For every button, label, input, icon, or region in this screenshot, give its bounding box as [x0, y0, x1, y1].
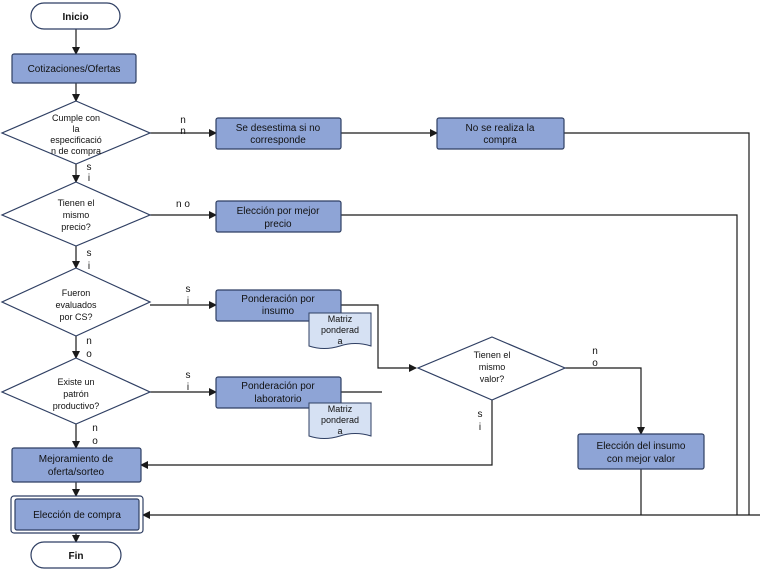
discard-process: Se desestima si no corresponde [215, 117, 342, 150]
connectors [72, 29, 760, 543]
svg-text:evaluados: evaluados [55, 300, 97, 310]
svg-text:a: a [337, 426, 342, 436]
svg-text:Cumple con: Cumple con [52, 113, 100, 123]
label-si-2b: i [88, 261, 90, 272]
svg-text:Ponderación por: Ponderación por [241, 294, 315, 305]
label-si-1b: i [88, 173, 90, 184]
start-label: Inicio [62, 12, 88, 23]
label-si-4b: i [187, 382, 189, 393]
branch-labels: n n s i n o s i s i n o s i n o n o s i [86, 115, 598, 447]
svg-text:Fueron: Fueron [62, 288, 91, 298]
svg-text:Ponderación por: Ponderación por [241, 381, 315, 392]
start-terminal: Inicio [30, 2, 121, 30]
quotes-process: Cotizaciones/Ofertas [11, 53, 137, 84]
svg-text:corresponde: corresponde [250, 135, 306, 146]
same-value-decision: Tienen el mismo valor? [416, 336, 567, 401]
pattern-decision: Existe un patrón productivo? [0, 357, 152, 425]
label-si-3a: s [186, 284, 191, 295]
weight-lab-process: Ponderación por laboratorio [215, 376, 342, 409]
spec-decision: Cumple con la especificació n de compra [0, 100, 152, 165]
svg-text:Existe un: Existe un [57, 377, 94, 387]
svg-text:precio?: precio? [61, 222, 91, 232]
svg-text:Elección de compra: Elección de compra [33, 510, 121, 521]
label-no-4b: o [592, 358, 598, 369]
quotes-label: Cotizaciones/Ofertas [28, 64, 121, 75]
svg-text:Elección del insumo: Elección del insumo [597, 441, 686, 452]
svg-text:Tienen el: Tienen el [58, 198, 95, 208]
purchase-process: Elección de compra [10, 495, 144, 534]
label-no-5a: n [92, 423, 98, 434]
svg-text:la: la [72, 124, 79, 134]
svg-text:patrón: patrón [63, 389, 89, 399]
svg-text:a: a [337, 336, 342, 346]
best-price-process: Elección por mejor precio [215, 200, 342, 233]
svg-text:n de compra: n de compra [51, 146, 101, 156]
svg-text:mismo: mismo [479, 362, 506, 372]
svg-text:por CS?: por CS? [59, 312, 92, 322]
svg-text:ponderad: ponderad [321, 415, 359, 425]
svg-text:Tienen el: Tienen el [474, 350, 511, 360]
svg-text:Matriz: Matriz [328, 314, 353, 324]
svg-text:Elección por mejor: Elección por mejor [237, 206, 320, 217]
improvement-process: Mejoramiento de oferta/sorteo [11, 447, 142, 483]
end-terminal: Fin [30, 541, 122, 569]
not-done-process: No se realiza la compra [436, 117, 565, 150]
matrix-document-1: Matriz ponderad a [308, 312, 372, 349]
svg-text:ponderad: ponderad [321, 325, 359, 335]
label-no-4a: n [592, 346, 598, 357]
matrix-document-2: Matriz ponderad a [308, 402, 372, 439]
svg-text:laboratorio: laboratorio [254, 394, 302, 405]
label-si-1a: s [87, 162, 92, 173]
label-si-4a: s [186, 370, 191, 381]
label-si-3b: i [187, 296, 189, 307]
svg-text:con mejor valor: con mejor valor [607, 454, 676, 465]
svg-text:valor?: valor? [480, 374, 505, 384]
svg-text:Mejoramiento de: Mejoramiento de [39, 454, 114, 465]
label-si-5b: i [479, 422, 481, 433]
label-si-2a: s [87, 248, 92, 259]
best-value-process: Elección del insumo con mejor valor [577, 433, 705, 470]
label-no-1b: n [180, 126, 186, 137]
svg-text:oferta/sorteo: oferta/sorteo [48, 467, 105, 478]
label-no-3b: o [86, 349, 92, 360]
svg-text:No se realiza la: No se realiza la [466, 123, 535, 134]
svg-text:compra: compra [483, 135, 517, 146]
svg-text:Matriz: Matriz [328, 404, 353, 414]
svg-text:precio: precio [264, 219, 292, 230]
svg-text:productivo?: productivo? [53, 401, 100, 411]
label-no-1a: n [180, 115, 186, 126]
label-si-5a: s [478, 409, 483, 420]
evaluated-decision: Fueron evaluados por CS? [0, 267, 152, 337]
label-no-3a: n [86, 336, 92, 347]
svg-text:Se desestima si no: Se desestima si no [236, 123, 321, 134]
svg-text:especificació: especificació [50, 135, 102, 145]
same-price-decision: Tienen el mismo precio? [0, 181, 152, 247]
label-no-5b: o [92, 436, 98, 447]
label-no-2: n o [176, 199, 190, 210]
svg-text:insumo: insumo [262, 306, 295, 317]
svg-text:mismo: mismo [63, 210, 90, 220]
end-label: Fin [69, 551, 84, 562]
